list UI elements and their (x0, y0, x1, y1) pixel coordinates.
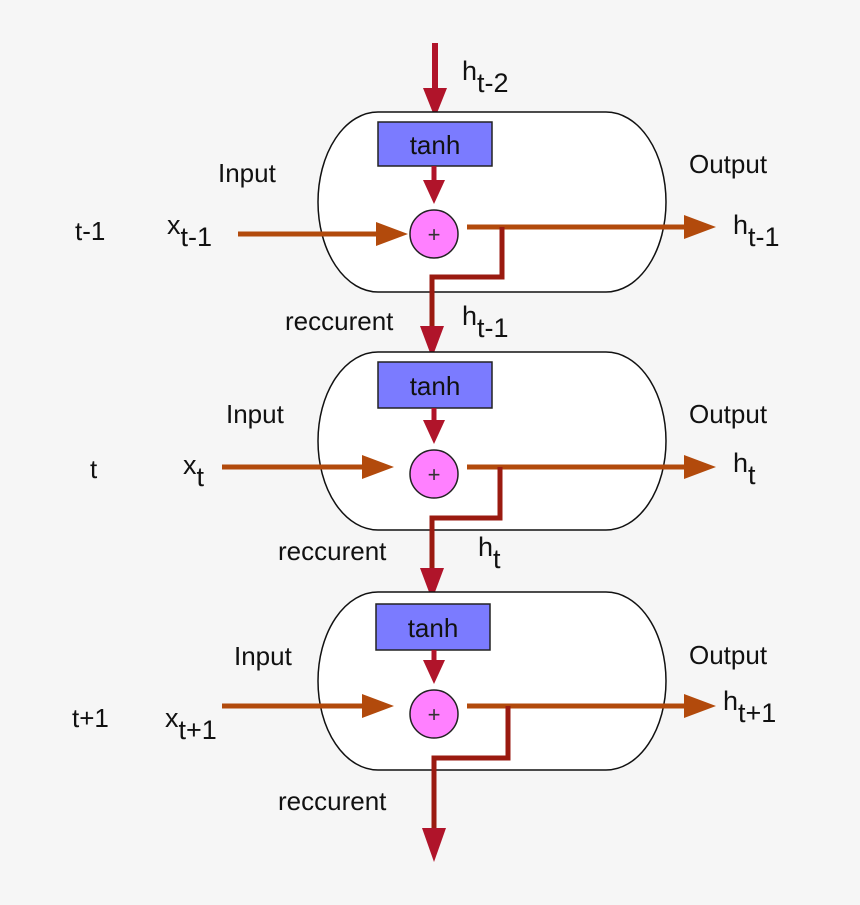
output-h-label-2: ht (733, 448, 756, 490)
cell-body (317, 591, 667, 771)
tanh-box (377, 121, 493, 167)
input-x-label-2: xt (183, 450, 205, 492)
step-label-3: t+1 (72, 703, 109, 733)
arrow-head (423, 660, 445, 684)
add-symbol: + (428, 222, 441, 247)
step-label-1: t-1 (75, 216, 105, 246)
recurrent-h-label-2: ht (478, 532, 501, 574)
arrow-head (423, 180, 445, 204)
rnn-cell-3: tanh + (222, 591, 716, 862)
arrow-head (423, 420, 445, 444)
input-x-label-1: xt-1 (167, 210, 212, 252)
output-label-2: Output (689, 399, 768, 429)
output-label-3: Output (689, 640, 768, 670)
tanh-label: tanh (408, 613, 459, 643)
add-symbol: + (428, 462, 441, 487)
recurrent-label-1: reccurent (285, 306, 394, 336)
input-label-2: Input (226, 399, 285, 429)
add-node (409, 689, 459, 739)
step-label-2: t (90, 454, 98, 484)
input-label-1: Input (218, 158, 277, 188)
output-arrow-head (684, 215, 716, 239)
tanh-box (377, 361, 493, 409)
output-arrow-head (684, 694, 716, 718)
recurrent-label-3: reccurent (278, 786, 387, 816)
output-arrow-head (684, 455, 716, 479)
add-node (409, 449, 459, 499)
add-node (409, 209, 459, 259)
tanh-label: tanh (410, 130, 461, 160)
rnn-cell-1: tanh + (238, 111, 716, 358)
tanh-label: tanh (410, 371, 461, 401)
rnn-cell-2: tanh + (222, 351, 716, 600)
input-label-3: Input (234, 641, 293, 671)
top-state-label: ht-2 (462, 56, 509, 98)
recurrent-label-2: reccurent (278, 536, 387, 566)
input-arrow-head (376, 222, 408, 246)
recurrent-arrow-head (420, 568, 444, 600)
top-state-arrow (423, 43, 447, 118)
recurrent-arrow-head (420, 326, 444, 358)
output-label-1: Output (689, 149, 768, 179)
recurrent-h-label-1: ht-1 (462, 301, 509, 343)
add-symbol: + (428, 702, 441, 727)
output-h-label-3: ht+1 (723, 686, 776, 728)
output-h-label-1: ht-1 (733, 210, 780, 252)
input-x-label-3: xt+1 (165, 703, 217, 745)
input-arrow-head (362, 455, 394, 479)
recurrent-arrow-head (422, 828, 446, 862)
input-arrow-head (362, 694, 394, 718)
